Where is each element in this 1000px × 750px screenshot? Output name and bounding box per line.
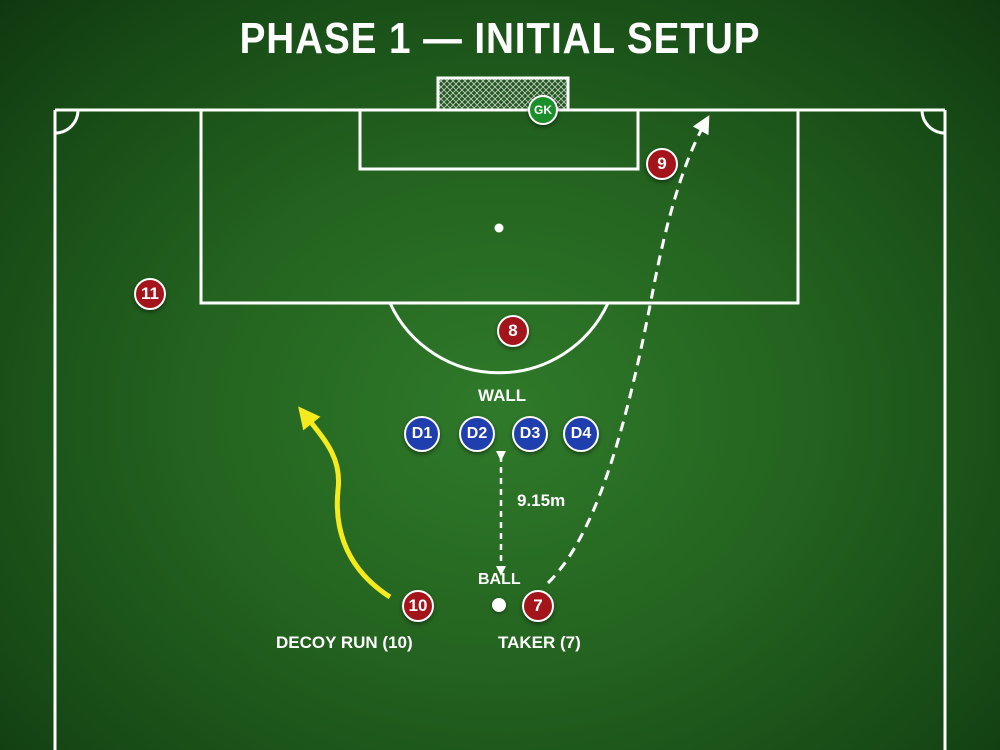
pitch-lines [53, 108, 947, 750]
attacker-10-token: 10 [402, 590, 434, 622]
defender-d3-token: D3 [512, 416, 548, 452]
attacker-8-token: 8 [497, 315, 529, 347]
defender-d2-token: D2 [459, 416, 495, 452]
decoy-run-label: DECOY RUN (10) [276, 633, 413, 652]
ball-label: BALL [478, 571, 521, 588]
penalty-arc [388, 302, 610, 375]
ball-icon [492, 598, 506, 612]
pass-trajectory-arrow [546, 115, 710, 585]
penalty-area [199, 108, 800, 305]
wall-label: WALL [478, 386, 527, 405]
defender-d1-token: D1 [404, 416, 440, 452]
attacker-11-token: 11 [134, 278, 166, 310]
corner-arc-left [54, 109, 80, 135]
attacker-7-token: 7 [522, 590, 554, 622]
goalkeeper-token: GK [528, 95, 558, 125]
decoy-run-arrow [298, 406, 392, 600]
page-title: PHASE 1 — INITIAL SETUP [239, 14, 761, 63]
attacker-9-token: 9 [646, 148, 678, 180]
defender-d4-token: D4 [563, 416, 599, 452]
distance-label: 9.15m [517, 491, 566, 510]
penalty-spot [494, 223, 504, 233]
taker-label: TAKER (7) [498, 633, 581, 652]
corner-arc-right [920, 109, 946, 135]
goal-area [358, 108, 640, 171]
